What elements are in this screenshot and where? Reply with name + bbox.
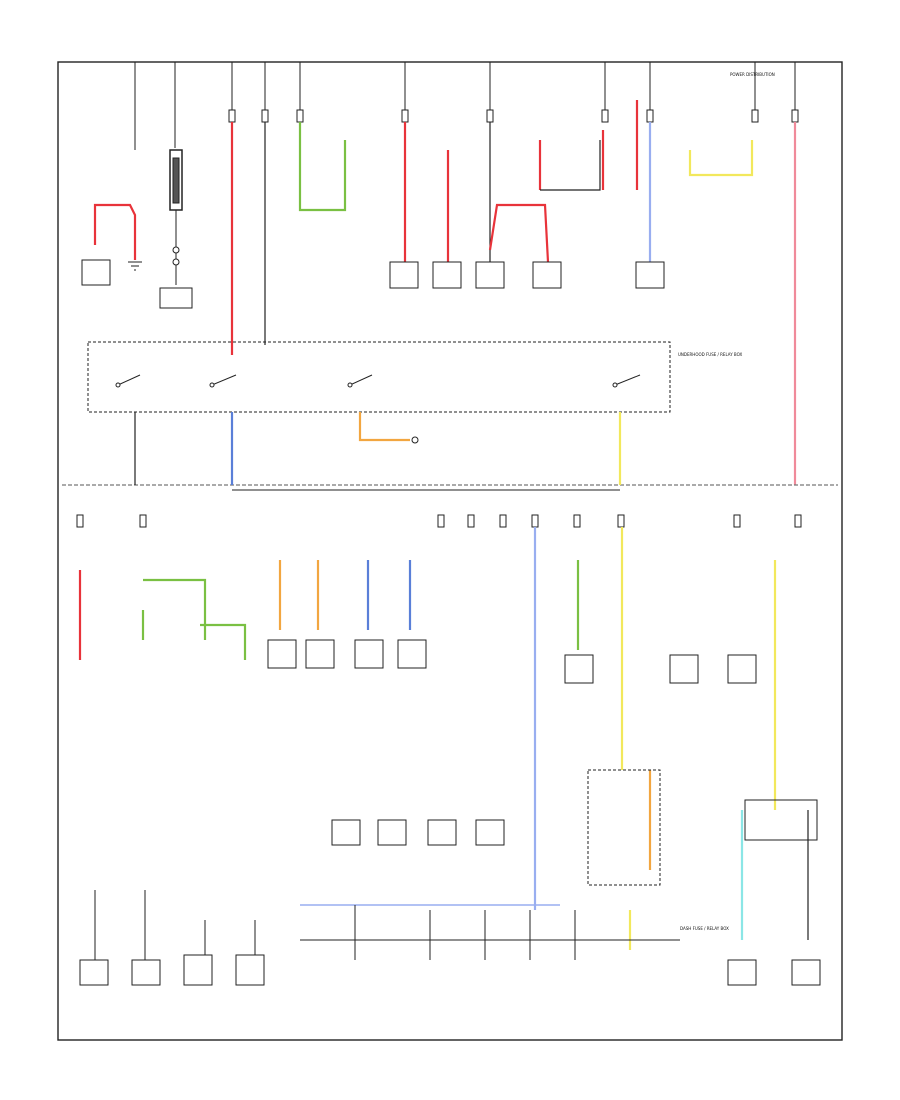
fuse-box-label: DASH FUSE / RELAY BOX	[680, 926, 729, 931]
lower-wires	[78, 527, 809, 950]
mid-wires	[134, 412, 622, 485]
ignition-switch-box	[87, 341, 671, 413]
top-wires	[93, 100, 797, 485]
switch-icon	[115, 374, 641, 388]
diagram-border	[57, 61, 843, 1041]
fuse-icon	[228, 109, 799, 123]
battery-icon	[169, 149, 183, 285]
bottom-connectors	[94, 890, 680, 960]
connector-icon	[411, 436, 419, 444]
ground-icon	[128, 261, 142, 271]
top-components	[81, 259, 665, 309]
header-title: POWER DISTRIBUTION	[730, 72, 775, 77]
top-fuse-row	[134, 62, 796, 150]
ignition-switch-label: UNDERHOOD FUSE / RELAY BOX	[678, 352, 742, 357]
lower-fuse-row	[76, 514, 802, 528]
lower-components	[79, 639, 821, 986]
